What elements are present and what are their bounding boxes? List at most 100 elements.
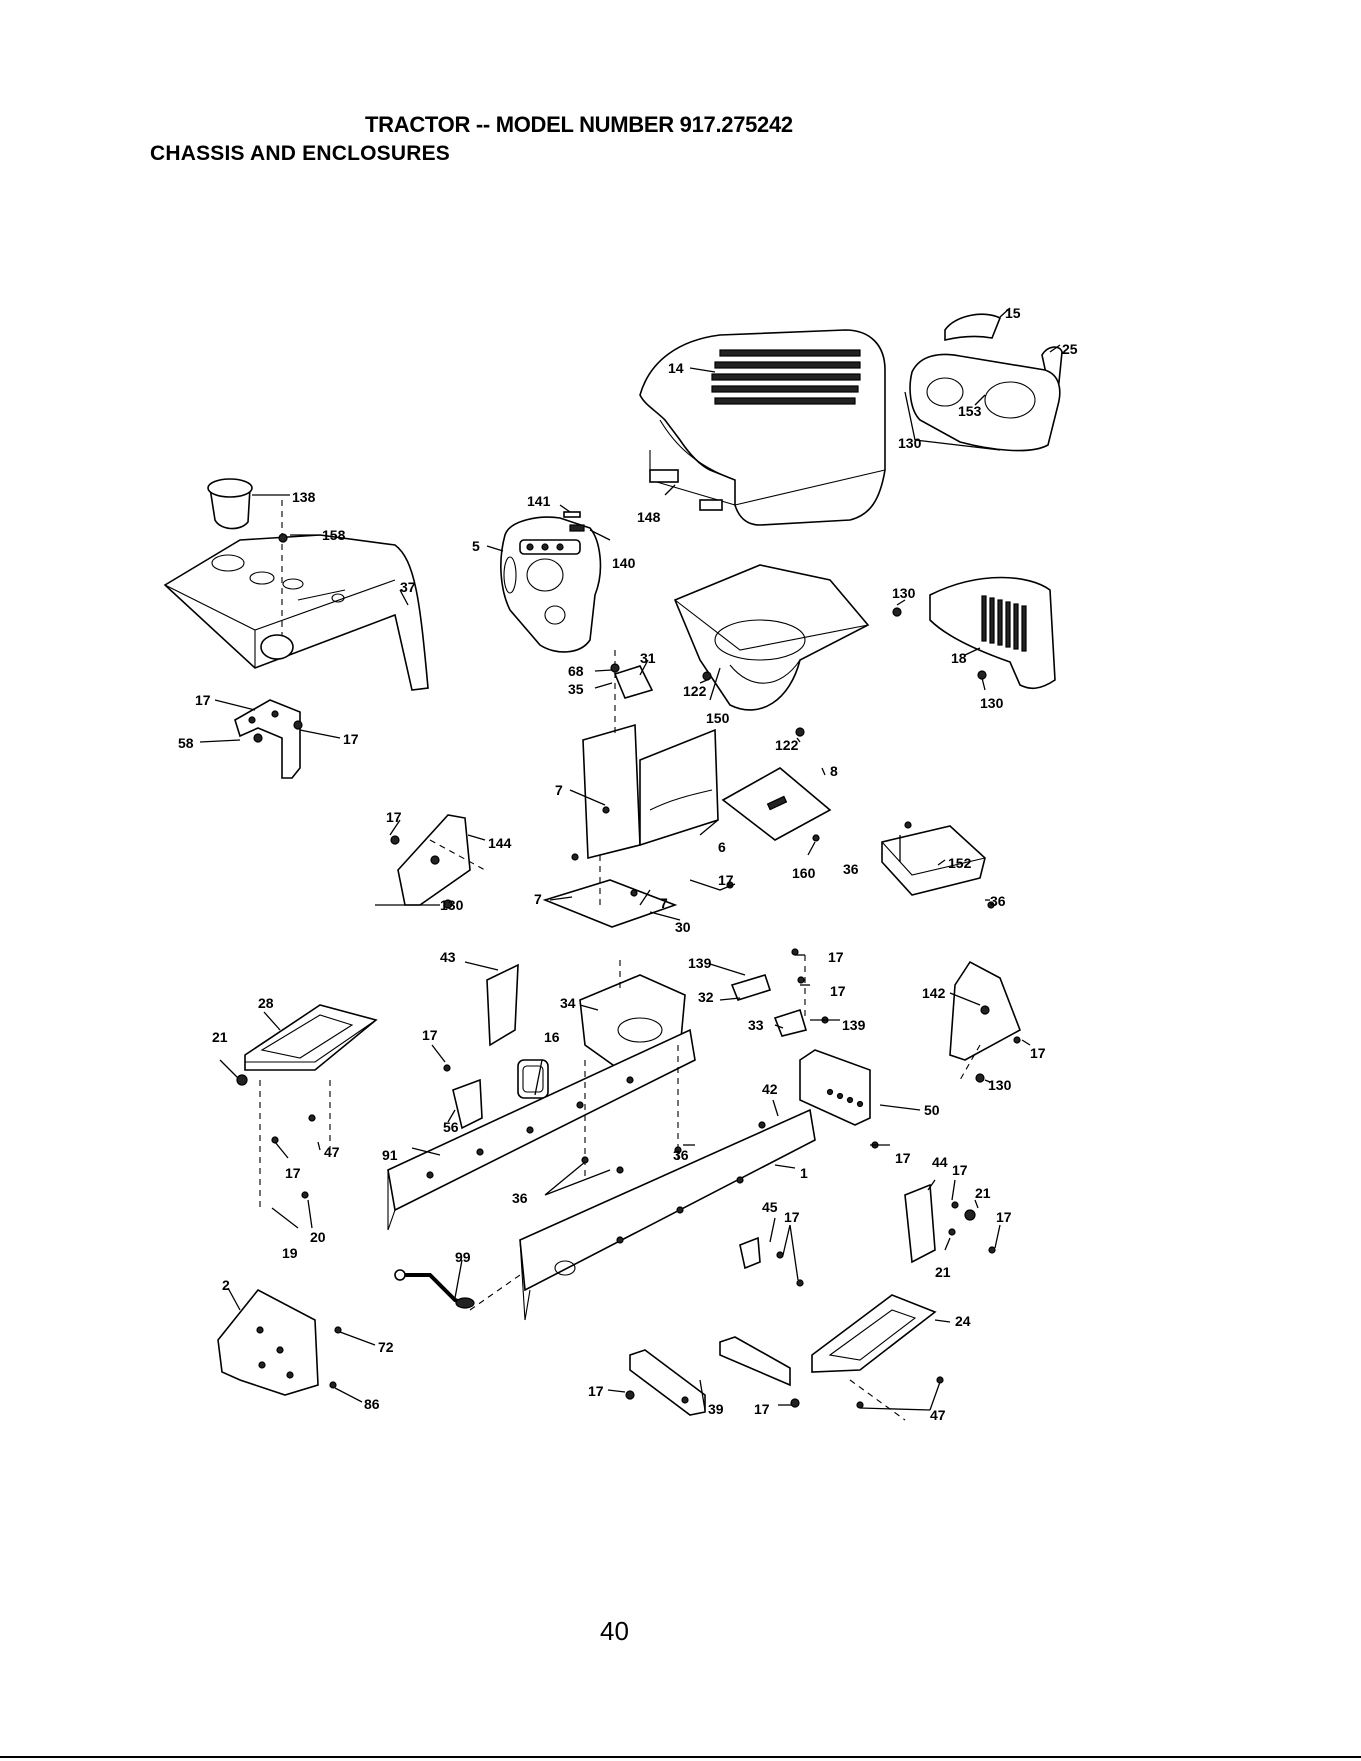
callout-labels: 15 25 14 153 130 138 141 148 158 5 140 3… (178, 305, 1078, 1423)
console-part (500, 516, 602, 653)
callout-label: 86 (364, 1396, 380, 1412)
bracket-50-part (799, 1049, 871, 1126)
callout-label: 8 (830, 763, 838, 779)
callout-label: 14 (668, 360, 684, 376)
bracket-33-part (773, 1008, 808, 1037)
bracket-56-part (452, 1078, 483, 1130)
bracket-43-part (486, 963, 519, 1047)
callout-label: 160 (792, 865, 816, 881)
callout-label: 144 (488, 835, 512, 851)
callout-label: 17 (285, 1165, 301, 1181)
callout-label: 30 (675, 919, 691, 935)
callout-label: 139 (842, 1017, 866, 1033)
callout-label: 72 (378, 1339, 394, 1355)
callout-label: 141 (527, 493, 551, 509)
page-subtitle: CHASSIS AND ENCLOSURES (150, 142, 450, 165)
callout-label: 36 (512, 1190, 528, 1206)
bracket-58-part (234, 699, 301, 779)
bracket-bar-part (719, 1336, 791, 1387)
callout-label: 34 (560, 995, 576, 1011)
callout-label: 148 (637, 509, 661, 525)
footrest-left-part (244, 1004, 378, 1071)
callout-label: 140 (612, 555, 636, 571)
assembly-lines (259, 500, 981, 1421)
battery-box-part (582, 723, 719, 860)
callout-label: 142 (922, 985, 946, 1001)
callout-label: 150 (706, 710, 730, 726)
brace-142-part (949, 960, 1021, 1061)
bracket-45-part (739, 1236, 761, 1270)
fuel-cap-part (207, 478, 253, 530)
callout-label: 20 (310, 1229, 326, 1245)
callout-label: 24 (955, 1313, 971, 1329)
callout-label: 17 (754, 1401, 770, 1417)
callout-label: 130 (898, 435, 922, 451)
callout-label: 7 (534, 891, 542, 907)
callout-label: 36 (843, 861, 859, 877)
callout-label: 152 (948, 855, 972, 871)
page-title: TRACTOR -- MODEL NUMBER 917.275242 (365, 112, 793, 137)
callout-label: 130 (892, 585, 916, 601)
callout-label: 18 (951, 650, 967, 666)
callout-label: 6 (718, 839, 726, 855)
callout-label: 17 (996, 1209, 1012, 1225)
callout-label: 17 (1030, 1045, 1046, 1061)
callout-label: 44 (932, 1154, 948, 1170)
callout-label: 130 (980, 695, 1004, 711)
callout-label: 99 (455, 1249, 471, 1265)
callout-label: 56 (443, 1119, 459, 1135)
hood-part (639, 329, 886, 526)
callout-label: 17 (952, 1162, 968, 1178)
callout-label: 50 (924, 1102, 940, 1118)
callout-label: 17 (895, 1150, 911, 1166)
callout-label: 32 (698, 989, 714, 1005)
callout-label: 36 (990, 893, 1006, 909)
rod-99-part (394, 1269, 475, 1309)
bracket-32-part (730, 974, 772, 1001)
callout-label: 68 (568, 663, 584, 679)
callout-label: 17 (588, 1383, 604, 1399)
callout-label: 21 (212, 1029, 228, 1045)
callout-label: 122 (683, 683, 707, 699)
callout-label: 28 (258, 995, 274, 1011)
fender-cover-part (673, 564, 870, 711)
bracket-44-part (904, 1183, 936, 1264)
callout-label: 58 (178, 735, 194, 751)
callout-label: 37 (400, 579, 416, 595)
callout-label: 39 (708, 1401, 724, 1417)
brace-144-part (397, 814, 471, 906)
callout-label: 158 (322, 527, 346, 543)
hardware-fasteners (236, 533, 1021, 1409)
callout-label: 19 (282, 1245, 298, 1261)
frame-right-rail-part (519, 1108, 816, 1321)
callout-label: 31 (640, 650, 656, 666)
callout-label: 2 (222, 1277, 230, 1293)
frame-left-rail-part (387, 1028, 696, 1231)
callout-label: 45 (762, 1199, 778, 1215)
callout-label: 36 (673, 1147, 689, 1163)
callout-label: 43 (440, 949, 456, 965)
bracket-39-part (629, 1349, 706, 1416)
hitch-plate-part (217, 1288, 319, 1396)
callout-label: 130 (988, 1077, 1012, 1093)
page-number: 40 (600, 1616, 629, 1646)
callout-label: 7 (555, 782, 563, 798)
callout-label: 35 (568, 681, 584, 697)
bezel-141-part (563, 511, 581, 518)
callout-label: 17 (386, 809, 402, 825)
dash-panel-part (163, 534, 429, 691)
callout-label: 17 (422, 1027, 438, 1043)
battery-part (881, 825, 986, 896)
footrest-right-part (811, 1294, 937, 1373)
callout-label: 1 (800, 1165, 808, 1181)
callout-label: 21 (935, 1264, 951, 1280)
lens-140-part (569, 524, 585, 532)
callout-label: 17 (828, 949, 844, 965)
callout-label: 17 (343, 731, 359, 747)
headlight-lens-part (944, 313, 1002, 342)
callout-label: 17 (784, 1209, 800, 1225)
callout-label: 139 (688, 955, 712, 971)
callout-label: 42 (762, 1081, 778, 1097)
